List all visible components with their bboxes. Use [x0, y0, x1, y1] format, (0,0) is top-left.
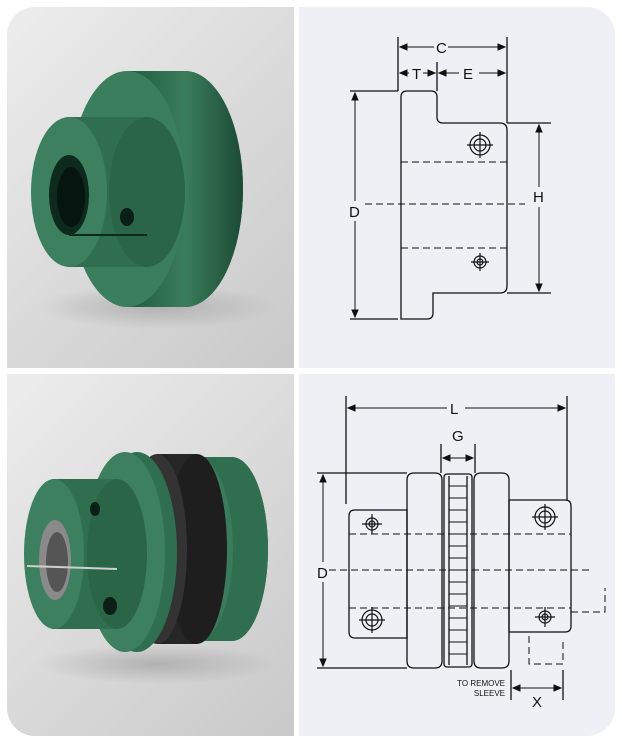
coupling-photo	[24, 452, 277, 684]
dimension-label-d: D	[317, 565, 328, 582]
dimension-label-e: E	[463, 66, 473, 83]
hub-photo-panel	[7, 7, 294, 368]
dimension-label-t: T	[412, 66, 421, 83]
hub-photo	[31, 71, 277, 329]
dimension-label-l: L	[450, 401, 458, 418]
coupling-dimension-drawing: L G D X TO REMOVE SLEEVE	[317, 396, 606, 711]
dimension-label-c: C	[436, 40, 447, 57]
left-flange-outline	[406, 472, 443, 669]
dimension-label-g: G	[452, 428, 464, 445]
right-hub-outline	[508, 499, 572, 633]
hub-dimension-drawing: C T E D H	[349, 37, 551, 320]
note-sleeve: SLEEVE	[474, 689, 505, 698]
dimension-label-x: X	[532, 694, 542, 711]
right-flange-outline	[473, 472, 510, 669]
set-screw-icon	[467, 132, 493, 271]
dimension-label-d: D	[349, 204, 360, 221]
dimension-label-h: H	[533, 189, 544, 206]
set-screw-icon	[359, 504, 558, 633]
coupling-photo-panel	[7, 374, 294, 736]
note-to-remove: TO REMOVE	[457, 679, 505, 688]
hub-dimension-drawing-panel: C T E D H	[299, 7, 615, 368]
left-hub-outline	[348, 509, 408, 639]
coupling-dimension-drawing-panel: L G D X TO REMOVE SLEEVE	[299, 374, 615, 736]
hub-outline	[400, 90, 508, 320]
